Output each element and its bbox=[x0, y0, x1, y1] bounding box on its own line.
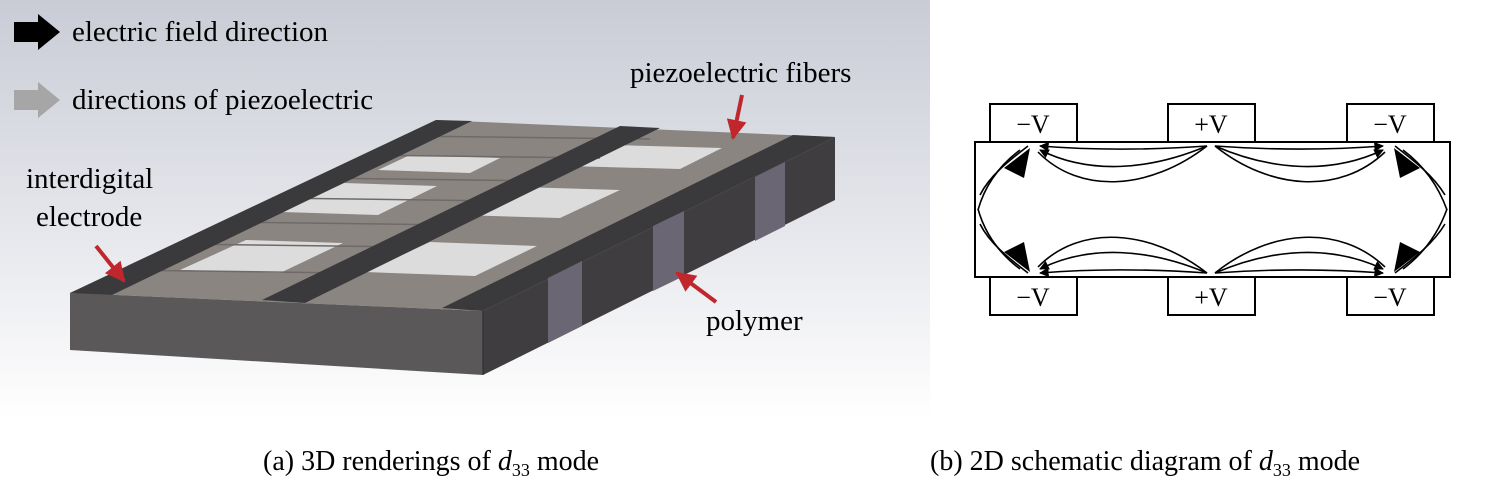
label-polymer: polymer bbox=[706, 305, 803, 337]
svg-text:−V: −V bbox=[1016, 283, 1050, 312]
arrowhead-right-bottom bbox=[1394, 242, 1420, 272]
svg-text:−V: −V bbox=[1373, 110, 1407, 139]
electrode-top-right: −V bbox=[1346, 103, 1435, 143]
front-face bbox=[70, 293, 483, 375]
electrode-bottom-middle: +V bbox=[1167, 276, 1256, 316]
svg-text:+V: +V bbox=[1194, 110, 1228, 139]
electrode-bottom-right: −V bbox=[1346, 276, 1435, 316]
arrowhead-right-top bbox=[1394, 148, 1420, 178]
actuator-block bbox=[70, 120, 835, 375]
electrode-top-middle: +V bbox=[1167, 103, 1256, 143]
electrode-bottom-left: −V bbox=[989, 276, 1078, 316]
svg-text:−V: −V bbox=[1373, 283, 1407, 312]
arrowhead-left-top bbox=[1004, 148, 1030, 178]
svg-text:+V: +V bbox=[1194, 283, 1228, 312]
field-lines-bottom bbox=[977, 208, 1448, 278]
electrode-stripe-right bbox=[442, 135, 835, 311]
label-piezoelectric-fibers: piezoelectric fibers bbox=[630, 57, 851, 89]
polymer-strip bbox=[460, 187, 620, 218]
electrode-stripe-middle bbox=[262, 126, 660, 303]
legend-piezoelectric-direction-label: directions of piezoelectric bbox=[72, 84, 373, 116]
legend: electric field direction directions of p… bbox=[14, 14, 373, 118]
pointer-polymer-arrow bbox=[675, 271, 718, 304]
panel-a-3d-rendering: electric field direction directions of p… bbox=[0, 0, 930, 480]
polymer-side-strip bbox=[755, 162, 785, 241]
field-lines-top bbox=[977, 141, 1448, 211]
polymer-side-strip bbox=[548, 261, 582, 343]
panel-b-2d-schematic: −V +V −V −V +V −V bbox=[930, 103, 1451, 480]
electrode-stripe-left bbox=[70, 120, 472, 296]
label-electrode: electrode bbox=[36, 201, 142, 233]
pointer-electrode-arrow bbox=[94, 244, 126, 283]
legend-electric-field-label: electric field direction bbox=[72, 16, 329, 48]
polymer-strip bbox=[365, 242, 537, 276]
pointer-fibers-arrow bbox=[726, 94, 747, 140]
black-arrow-icon bbox=[14, 14, 60, 50]
electrode-top-left: −V bbox=[989, 103, 1078, 143]
polymer-side-strip bbox=[653, 211, 684, 291]
polymer-strip bbox=[378, 155, 500, 173]
piezo-body bbox=[974, 141, 1451, 278]
arrowhead-left-bottom bbox=[1004, 242, 1030, 272]
caption-b: (b) 2D schematic diagram of d33 mode bbox=[930, 446, 1360, 480]
gray-arrow-icon bbox=[14, 82, 60, 118]
svg-text:−V: −V bbox=[1016, 110, 1050, 139]
polymer-strip bbox=[180, 240, 343, 273]
caption-a: (a) 3D renderings of d33 mode bbox=[263, 446, 599, 480]
label-interdigital: interdigital bbox=[26, 163, 153, 195]
